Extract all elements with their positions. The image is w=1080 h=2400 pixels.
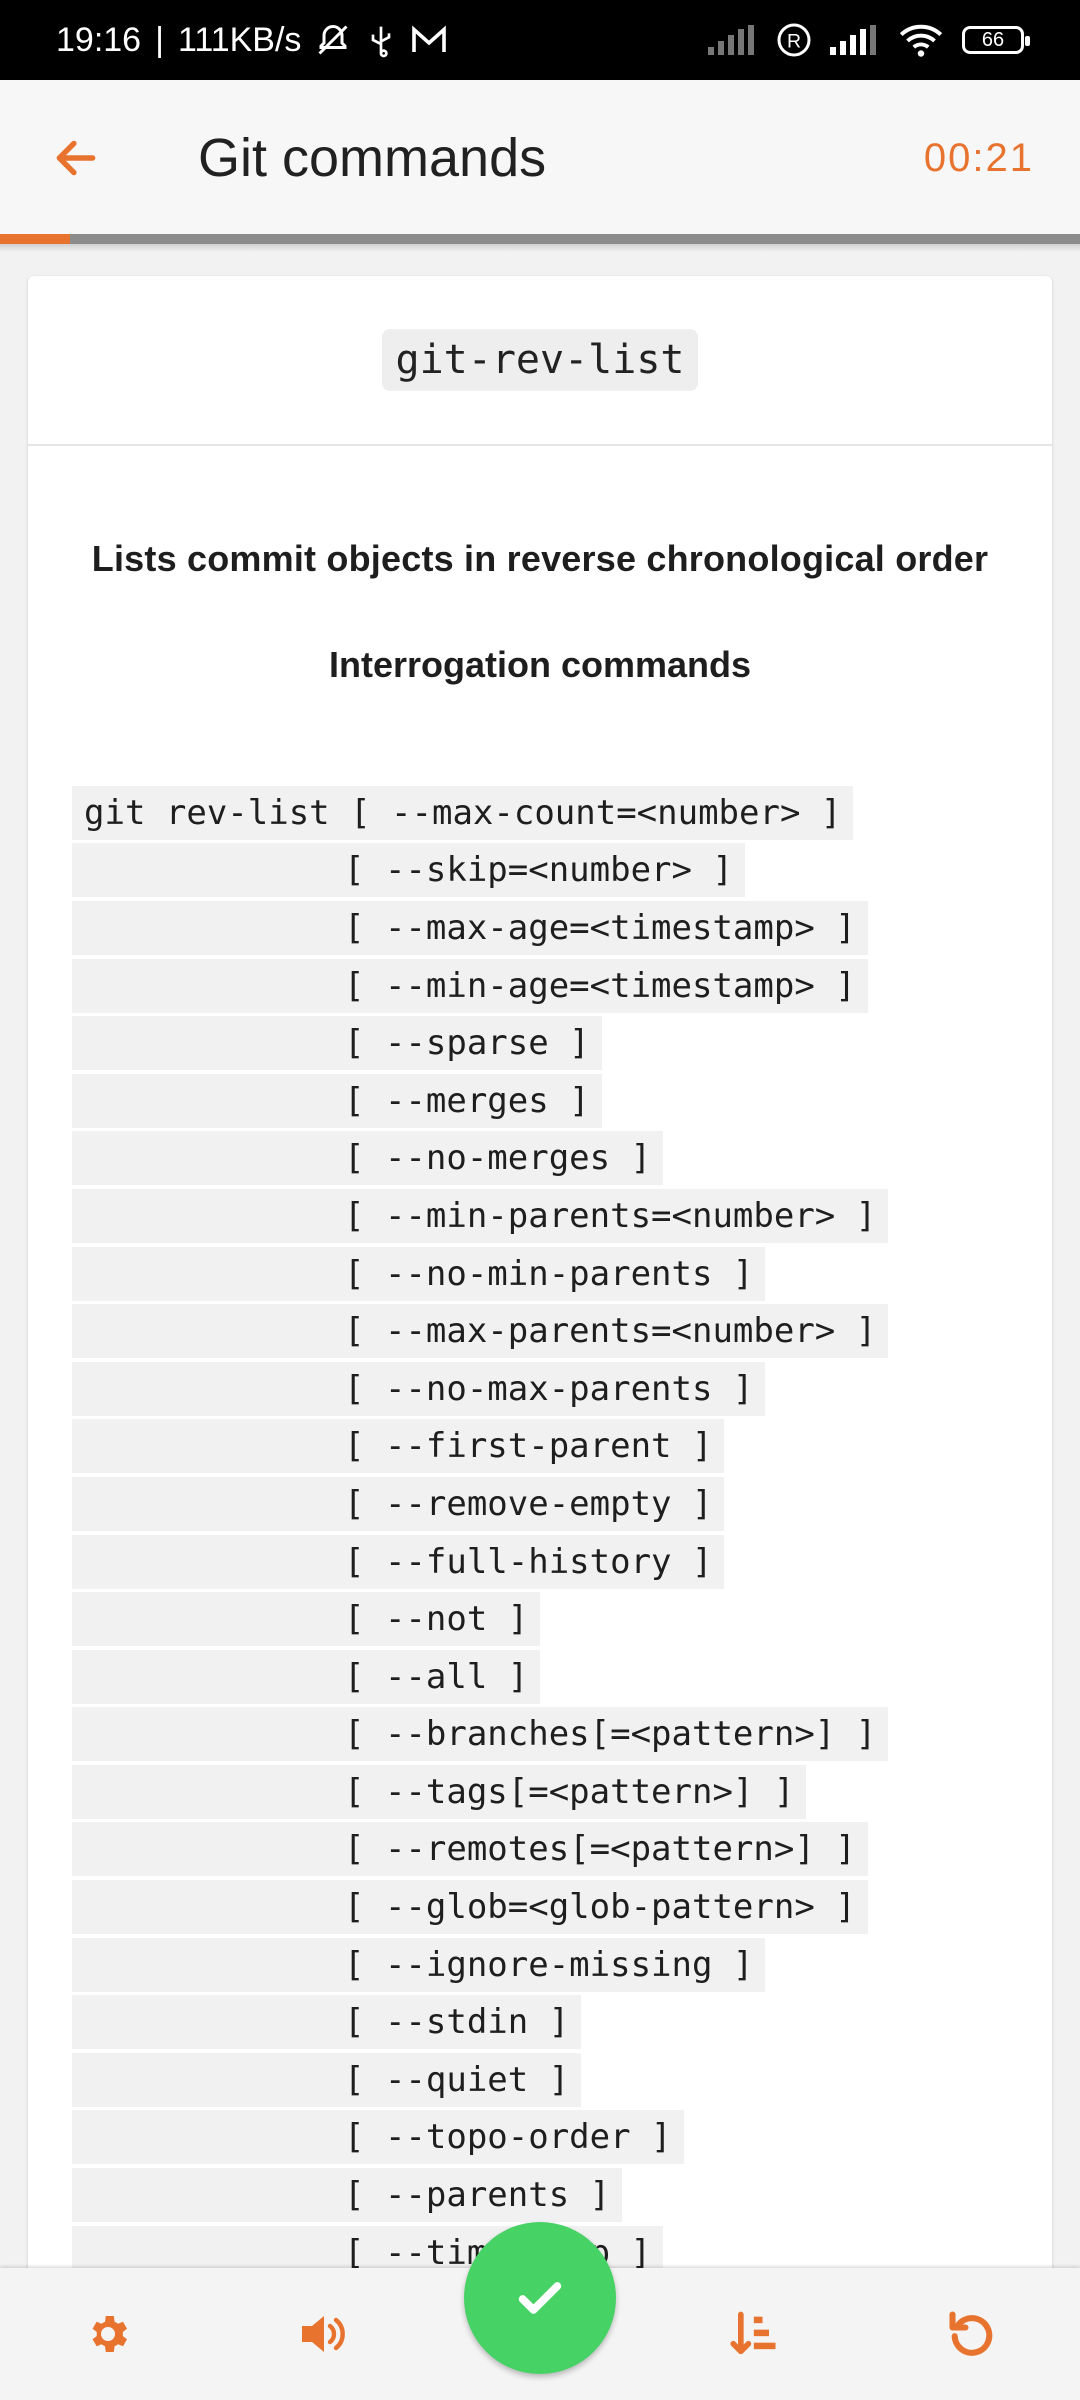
- syntax-line-text: [ --full-history ]: [72, 1534, 725, 1589]
- syntax-line-text: [ --not ]: [72, 1592, 541, 1647]
- command-name: git-rev-list: [381, 329, 699, 391]
- syntax-line: git rev-list [ --max-count=<number> ]: [72, 784, 1052, 842]
- status-bar: 19:16 | 111KB/s R 66: [0, 0, 1080, 80]
- settings-button[interactable]: [68, 2294, 148, 2374]
- mail-icon: [411, 25, 447, 55]
- syntax-line: [ --not ]: [72, 1590, 1052, 1648]
- status-left: 19:16 | 111KB/s: [56, 21, 447, 60]
- syntax-line: [ --min-age=<timestamp> ]: [72, 957, 1052, 1015]
- status-separator: |: [155, 20, 164, 59]
- syntax-line-text: [ --no-min-parents ]: [72, 1246, 766, 1301]
- syntax-line-text: [ --all ]: [72, 1649, 541, 1704]
- syntax-line-text: [ --merges ]: [72, 1073, 602, 1128]
- sort-button[interactable]: [716, 2294, 796, 2374]
- syntax-line: [ --skip=<number> ]: [72, 842, 1052, 900]
- syntax-line-text: [ --no-merges ]: [72, 1131, 664, 1186]
- syntax-line: [ --quiet ]: [72, 2051, 1052, 2109]
- syntax-line: [ --merges ]: [72, 1072, 1052, 1130]
- progress-bar: [0, 234, 1080, 244]
- syntax-line: [ --first-parent ]: [72, 1418, 1052, 1476]
- syntax-line-text: [ --tags[=<pattern>] ]: [72, 1764, 807, 1819]
- syntax-line: [ --all ]: [72, 1648, 1052, 1706]
- usb-icon: [365, 22, 397, 58]
- syntax-line: [ --ignore-missing ]: [72, 1936, 1052, 1994]
- app-bar-shadow: [0, 244, 1080, 252]
- syntax-line: [ --branches[=<pattern>] ]: [72, 1706, 1052, 1764]
- signal-icon: [708, 25, 758, 55]
- syntax-line: [ --remove-empty ]: [72, 1475, 1052, 1533]
- status-right: R 66: [708, 22, 1030, 58]
- syntax-line-text: [ --stdin ]: [72, 1995, 582, 2050]
- roaming-icon: R: [776, 22, 812, 58]
- syntax-line-text: [ --remotes[=<pattern>] ]: [72, 1822, 868, 1877]
- command-description: Lists commit objects in reverse chronolo…: [91, 538, 989, 579]
- app-bar: Git commands 00:21: [0, 80, 1080, 236]
- gear-icon: [92, 2316, 127, 2352]
- syntax-line: [ --parents ]: [72, 2166, 1052, 2224]
- syntax-line-text: [ --remove-empty ]: [72, 1476, 725, 1531]
- syntax-line-text: [ --sparse ]: [72, 1016, 602, 1071]
- syntax-line-text: [ --glob=<glob-pattern> ]: [72, 1880, 868, 1935]
- syntax-line-text: [ --first-parent ]: [72, 1419, 725, 1474]
- svg-text:R: R: [787, 31, 801, 53]
- speaker-icon: [302, 2316, 345, 2352]
- page-title: Git commands: [198, 128, 547, 188]
- back-button[interactable]: [36, 118, 116, 198]
- syntax-line-text: [ --min-age=<timestamp> ]: [72, 958, 868, 1013]
- battery-level: 66: [981, 28, 1005, 51]
- status-speed: 111KB/s: [177, 20, 302, 59]
- syntax-line-text: [ --quiet ]: [72, 2052, 582, 2107]
- wifi-icon: [898, 22, 944, 58]
- signal-icon-2: [830, 25, 880, 55]
- check-answer-button[interactable]: [464, 2222, 616, 2374]
- battery-icon: 66: [962, 26, 1030, 54]
- syntax-line: [ --topo-order ]: [72, 2109, 1052, 2167]
- syntax-line: [ --no-merges ]: [72, 1130, 1052, 1188]
- refresh-icon: [949, 2311, 993, 2356]
- syntax-line: [ --no-min-parents ]: [72, 1245, 1052, 1303]
- syntax-line: [ --full-history ]: [72, 1533, 1052, 1591]
- arrow-left-icon: [56, 140, 96, 176]
- syntax-line-text: [ --no-max-parents ]: [72, 1361, 766, 1416]
- syntax-line-text: [ --max-age=<timestamp> ]: [72, 900, 868, 955]
- syntax-line-text: [ --parents ]: [72, 2168, 623, 2223]
- check-icon: [518, 2282, 562, 2314]
- syntax-line: [ --glob=<glob-pattern> ]: [72, 1878, 1052, 1936]
- syntax-line-text: [ --topo-order ]: [72, 2110, 684, 2165]
- syntax-line: [ --max-age=<timestamp> ]: [72, 899, 1052, 957]
- syntax-line: [ --tags[=<pattern>] ]: [72, 1763, 1052, 1821]
- syntax-line: [ --stdin ]: [72, 1993, 1052, 2051]
- command-category: Interrogation commands: [328, 644, 752, 685]
- sound-button[interactable]: [284, 2294, 364, 2374]
- syntax-line-text: [ --max-parents=<number> ]: [72, 1304, 889, 1359]
- syntax-line-text: [ --min-parents=<number> ]: [72, 1188, 889, 1243]
- syntax-line: [ --max-parents=<number> ]: [72, 1302, 1052, 1360]
- status-time: 19:16: [56, 20, 142, 59]
- syntax-line: [ --no-max-parents ]: [72, 1360, 1052, 1418]
- timer: 00:21: [923, 135, 1034, 180]
- reset-button[interactable]: [932, 2294, 1012, 2374]
- syntax-line: [ --sparse ]: [72, 1014, 1052, 1072]
- command-card: git-rev-list Lists commit objects in rev…: [28, 276, 1052, 2400]
- syntax-line-text: [ --ignore-missing ]: [72, 1937, 766, 1992]
- card-header: git-rev-list: [28, 276, 1052, 446]
- command-syntax: git rev-list [ --max-count=<number> ][ -…: [72, 784, 1052, 2281]
- syntax-line: [ --min-parents=<number> ]: [72, 1187, 1052, 1245]
- bell-off-icon: [315, 22, 351, 58]
- syntax-line-text: [ --branches[=<pattern>] ]: [72, 1707, 889, 1762]
- syntax-line-text: [ --skip=<number> ]: [72, 843, 745, 898]
- syntax-line: [ --remotes[=<pattern>] ]: [72, 1821, 1052, 1879]
- progress-fill: [0, 234, 71, 244]
- sort-icon: [730, 2311, 776, 2355]
- syntax-line-text: git rev-list [ --max-count=<number> ]: [72, 785, 854, 840]
